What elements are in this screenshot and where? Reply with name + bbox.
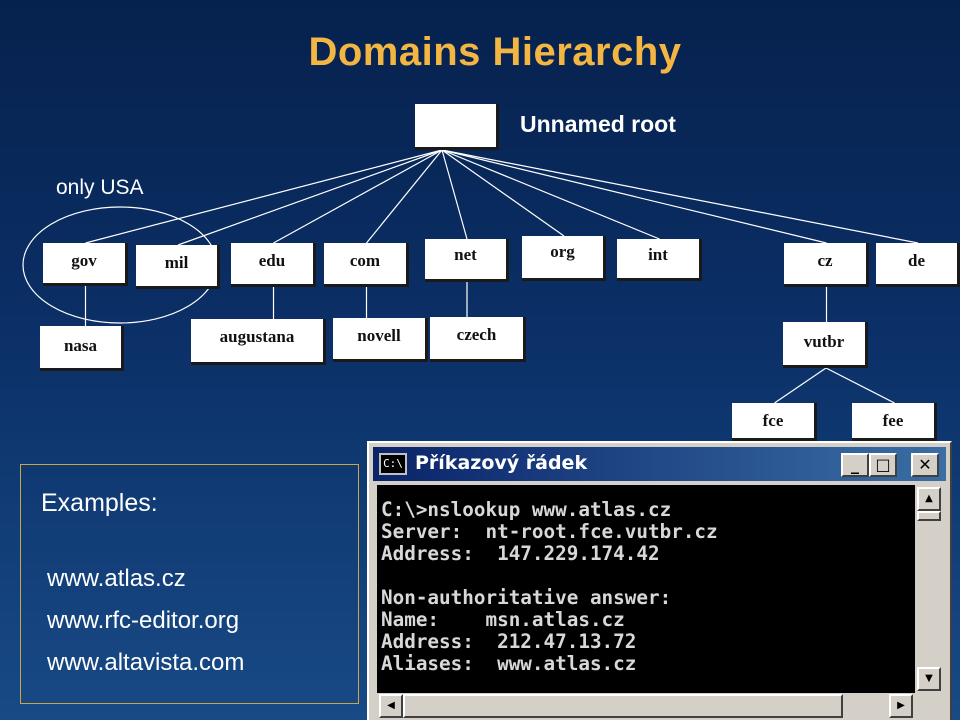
slide-title: Domains Hierarchy <box>308 30 682 74</box>
domain-node-gov: gov <box>43 243 128 286</box>
window-title: Příkazový řádek <box>415 452 588 474</box>
edge-root-gov <box>85 149 443 244</box>
domain-node-fee: fee <box>852 403 937 441</box>
edge-root-org <box>441 149 565 237</box>
scroll-left-icon[interactable]: ◀ <box>379 694 403 718</box>
maximize-button[interactable]: □ <box>869 453 897 477</box>
horizontal-scrollbar[interactable]: ◀ ▶ <box>377 693 915 719</box>
cmd-icon[interactable]: C:\ <box>379 453 407 475</box>
horizontal-scroll-thumb[interactable] <box>403 694 843 718</box>
example-item: www.atlas.cz <box>47 565 186 592</box>
console-line: Aliases: www.atlas.cz <box>381 652 637 675</box>
domain-node-org: org <box>522 236 606 281</box>
minimize-button[interactable]: _ <box>841 453 869 477</box>
vertical-scroll-thumb[interactable] <box>917 511 941 521</box>
examples-list: www.atlas.cz www.rfc-editor.org www.alta… <box>47 565 244 691</box>
domain-node-vutbr: vutbr <box>783 322 868 368</box>
edge-root-mil <box>177 149 443 246</box>
scroll-up-icon[interactable]: ▲ <box>917 487 941 511</box>
edge-root-com <box>366 149 443 244</box>
example-item: www.altavista.com <box>47 649 245 676</box>
window-titlebar[interactable]: C:\ Příkazový řádek _ □ ✕ <box>373 447 946 481</box>
vertical-scrollbar[interactable]: ▲ ▼ <box>915 485 944 693</box>
console-line: Server: nt-root.fce.vutbr.cz <box>381 520 718 543</box>
root-node <box>415 104 499 150</box>
domain-node-mil: mil <box>136 245 220 289</box>
usa-note: only USA <box>56 176 144 199</box>
edge-root-net <box>441 149 468 240</box>
command-prompt-window[interactable]: C:\ Příkazový řádek _ □ ✕ C:\>nslookup w… <box>367 441 952 720</box>
examples-heading: Examples: <box>41 489 158 517</box>
domain-node-augustana: augustana <box>191 319 326 365</box>
scroll-down-icon[interactable]: ▼ <box>917 667 941 691</box>
examples-box: Examples: www.atlas.cz www.rfc-editor.or… <box>20 464 359 704</box>
console-line: Address: 212.47.13.72 <box>381 630 637 653</box>
edge-root-edu <box>273 149 443 244</box>
console-line: Non-authoritative answer: <box>381 586 672 609</box>
domain-node-novell: novell <box>333 318 428 362</box>
example-item: www.rfc-editor.org <box>47 607 240 634</box>
edge-vutbr-fee <box>825 367 895 404</box>
domain-node-czech: czech <box>430 317 526 362</box>
scroll-right-icon[interactable]: ▶ <box>889 694 913 718</box>
console-output[interactable]: C:\>nslookup www.atlas.cz Server: nt-roo… <box>377 485 915 693</box>
domain-node-fce: fce <box>732 403 817 441</box>
domain-node-edu: edu <box>231 243 316 287</box>
close-button[interactable]: ✕ <box>911 453 939 477</box>
edge-root-de <box>441 149 919 244</box>
console-line: Address: 147.229.174.42 <box>381 542 660 565</box>
domain-node-de: de <box>876 243 960 287</box>
edge-vutbr-fce <box>774 367 827 404</box>
edge-root-int <box>441 149 660 240</box>
console-line: Name: msn.atlas.cz <box>381 608 625 631</box>
domain-node-int: int <box>617 239 702 281</box>
root-label: Unnamed root <box>520 111 676 137</box>
domain-node-nasa: nasa <box>40 326 124 371</box>
domain-node-com: com <box>324 243 409 287</box>
edge-root-cz <box>441 149 827 244</box>
domain-node-cz: cz <box>784 243 869 287</box>
domain-node-net: net <box>425 239 509 282</box>
console-line: C:\>nslookup www.atlas.cz <box>381 498 672 521</box>
